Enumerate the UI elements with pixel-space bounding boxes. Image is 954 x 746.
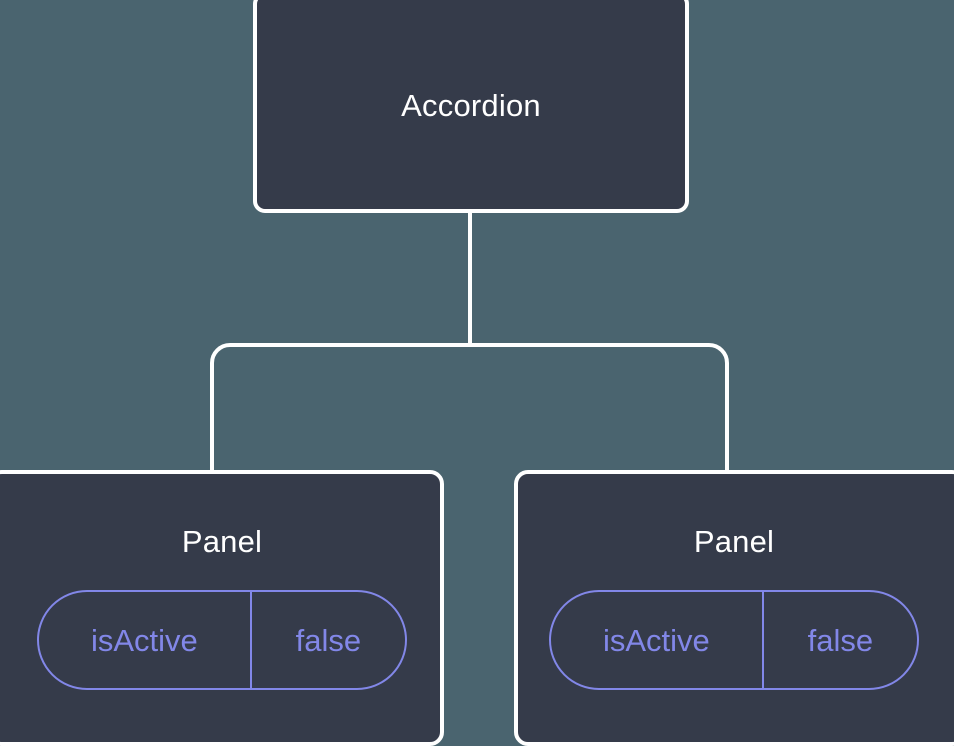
state-pill-panel-left[interactable]: isActive false — [37, 590, 407, 690]
edge-bus-to-panel-left — [210, 343, 470, 474]
state-pill-panel-right[interactable]: isActive false — [549, 590, 919, 690]
edge-bus-to-panel-right — [470, 343, 729, 474]
node-accordion[interactable]: Accordion — [253, 0, 689, 213]
state-key-label: isActive — [90, 622, 198, 658]
node-panel-left[interactable]: Panel isActive false — [0, 470, 444, 746]
state-key-label: isActive — [602, 622, 710, 658]
state-value-label: false — [761, 592, 917, 688]
node-accordion-label: Accordion — [401, 88, 541, 123]
node-panel-right[interactable]: Panel isActive false — [514, 470, 954, 746]
state-value-label: false — [249, 592, 405, 688]
node-panel-left-label: Panel — [181, 524, 263, 559]
node-panel-right-label: Panel — [693, 524, 775, 559]
